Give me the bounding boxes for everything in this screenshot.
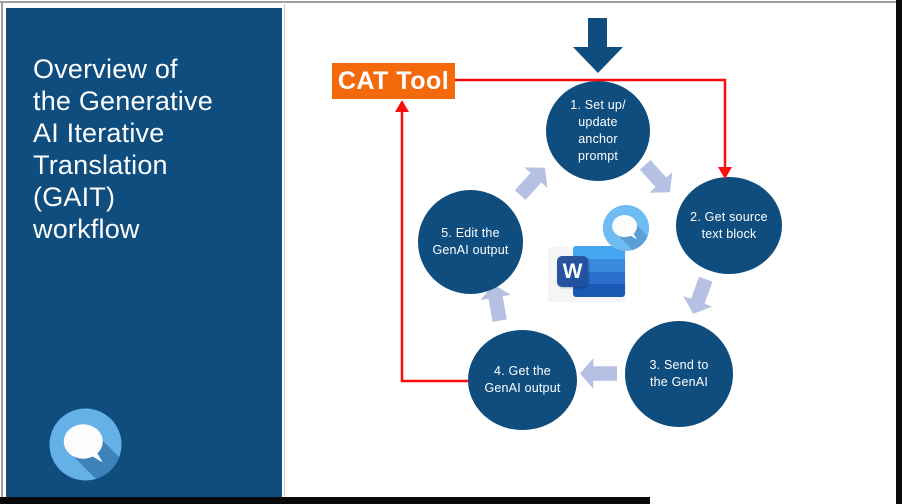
step-text-line: text block [701,226,757,241]
title-panel: Overview of the Generative AI Iterative … [6,8,282,497]
title-line: workflow [33,214,140,244]
logo-speech-bubble-icon [49,408,122,481]
step-text-line: 5. Edit the [441,226,500,240]
step-text-line: GenAI output [432,243,509,257]
title-line: the Generative [33,86,213,116]
title-line: AI Iterative [33,118,165,148]
title-line: (GAIT) [33,182,116,212]
speech-bubble-badge-icon [602,204,650,252]
cycle-arrow-3-to-4-icon [580,358,617,389]
cat-tool-label: CAT Tool [332,63,455,99]
page-title: Overview of the Generative AI Iterative … [33,53,213,245]
connector-arrowhead-up-icon [395,100,409,112]
frame-hairline [284,2,285,497]
step-circle-2: 2. Get source text block [676,177,782,274]
step-text-line: GenAI output [484,381,561,395]
title-line: Translation [33,150,168,180]
title-line: Overview of [33,54,178,84]
frame-edge-bottom [0,497,650,504]
step-text-line: prompt [577,149,619,163]
cycle-arrow-1-to-2-icon [639,159,673,193]
step-circle-1: 1. Set up/ update anchor prompt [546,81,650,181]
word-letter-tile: W [557,256,588,287]
frame-edge-right [896,0,902,504]
step-text-line: the GenAI [649,375,709,389]
step-text-line: 1. Set up/ [570,98,626,112]
word-icon: W [556,240,628,302]
cycle-arrow-2-to-3-icon [683,276,713,314]
down-arrow-icon [573,18,623,73]
step-text-line: update [578,115,618,129]
step-circle-5: 5. Edit the GenAI output [418,190,523,294]
frame-border-top [0,1,902,3]
step-text-line: 2. Get source [690,209,768,224]
step-text-line: 4. Get the [494,364,551,378]
step-circle-3: 3. Send to the GenAI [625,321,733,427]
step-circle-4: 4. Get the GenAI output [468,330,577,430]
step-text-line: anchor [578,132,618,146]
step-text-line: 3. Send to [649,358,709,372]
cycle-arrow-5-to-1-icon [514,167,548,201]
frame-border-left [1,1,3,497]
cycle-arrow-4-to-5-icon [480,284,511,322]
